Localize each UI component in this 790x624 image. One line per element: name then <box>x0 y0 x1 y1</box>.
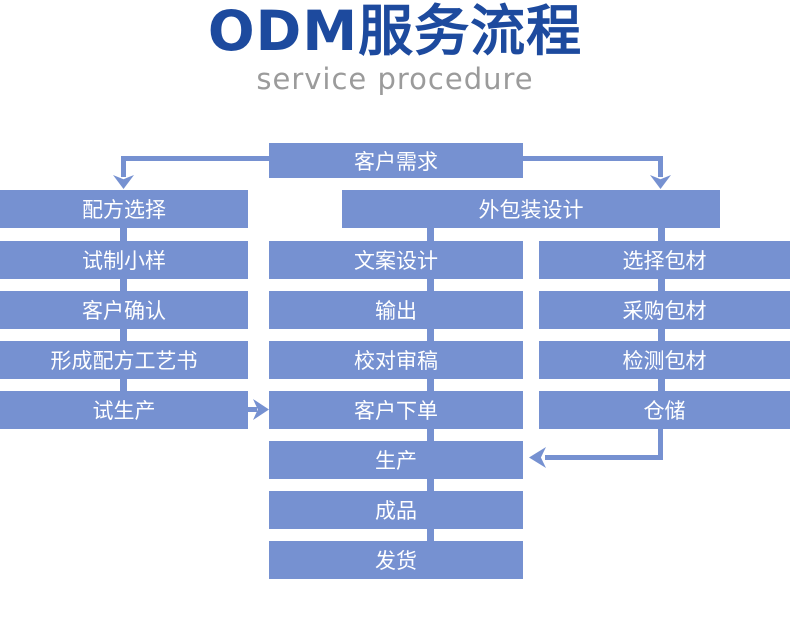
flow-box-formula-process-document: 形成配方工艺书 <box>0 341 248 379</box>
flow-box-trial-production: 试生产 <box>0 391 248 429</box>
connector-line <box>120 379 127 391</box>
flow-box-finished-product: 成品 <box>269 491 523 529</box>
flow-box-formula-selection: 配方选择 <box>0 190 248 228</box>
connector-line <box>658 279 665 291</box>
connector-line <box>658 379 665 391</box>
connector-line <box>120 329 127 341</box>
flow-box-proofreading: 校对审稿 <box>269 341 523 379</box>
connector-line <box>658 228 665 241</box>
flow-box-customer-order: 客户下单 <box>269 391 523 429</box>
connector-line <box>545 455 661 460</box>
connector-line <box>427 279 434 291</box>
flow-box-inspect-packaging: 检测包材 <box>539 341 790 379</box>
flow-box-shipping: 发货 <box>269 541 523 579</box>
flow-box-copy-design: 文案设计 <box>269 241 523 279</box>
connector-line <box>427 479 434 491</box>
connector-line <box>427 429 434 441</box>
flow-box-customer-confirmation: 客户确认 <box>0 291 248 329</box>
connector-line <box>658 429 663 460</box>
connector-line <box>658 329 665 341</box>
flow-box-purchase-packaging: 采购包材 <box>539 291 790 329</box>
flow-box-warehousing: 仓储 <box>539 391 790 429</box>
page-subtitle: service procedure <box>256 62 534 96</box>
connector-line <box>248 407 257 412</box>
arrowhead-left-icon <box>529 447 546 468</box>
flow-box-production: 生产 <box>269 441 523 479</box>
page-title: ODM服务流程 <box>207 0 583 63</box>
connector-line <box>427 228 434 241</box>
flow-box-customer-needs: 客户需求 <box>269 143 523 178</box>
connector-line <box>122 156 269 161</box>
arrowhead-down-icon <box>113 175 134 189</box>
connector-line <box>427 529 434 541</box>
connector-line <box>121 156 126 177</box>
connector-line <box>120 279 127 291</box>
connector-line <box>427 379 434 391</box>
flow-box-outer-packaging-design: 外包装设计 <box>342 190 720 228</box>
flow-box-trial-sample: 试制小样 <box>0 241 248 279</box>
arrowhead-down-icon <box>650 175 671 189</box>
connector-line <box>658 156 663 177</box>
connector-line <box>523 156 661 161</box>
connector-line <box>427 329 434 341</box>
connector-line <box>120 228 127 241</box>
flow-box-select-packaging: 选择包材 <box>539 241 790 279</box>
flow-box-output: 输出 <box>269 291 523 329</box>
